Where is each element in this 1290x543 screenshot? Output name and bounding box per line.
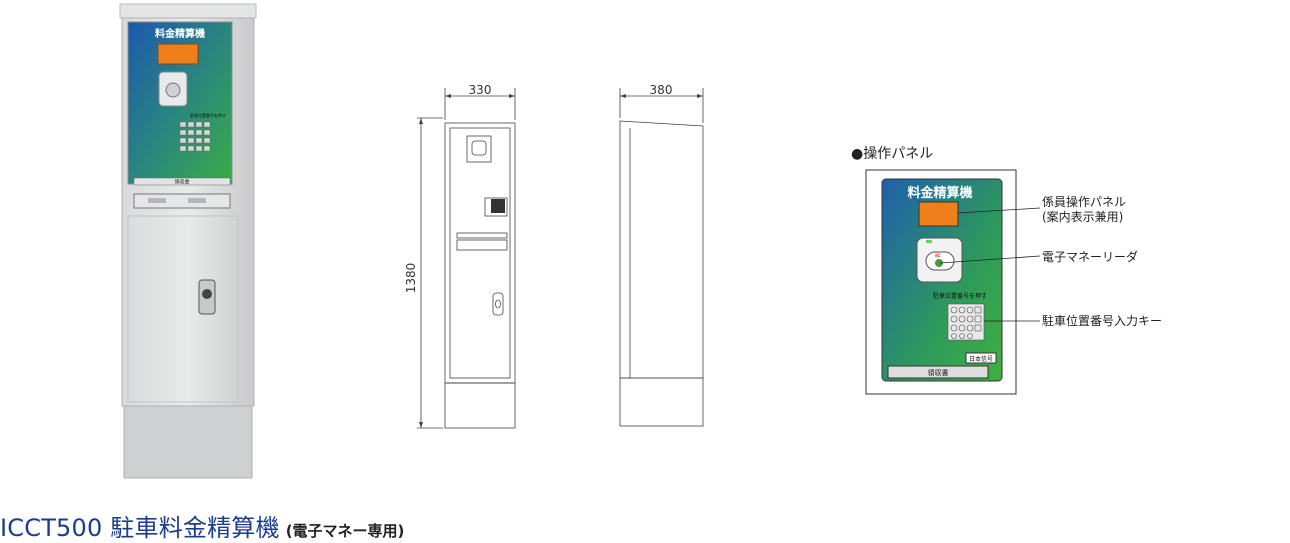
receipt-label: 領収書 (928, 368, 949, 377)
callout-guidance-display: (案内表示兼用) (1042, 209, 1123, 224)
product-caption: ICCT500 駐車料金精算機 (電子マネー専用) (0, 508, 404, 543)
photo-keypad-caption: 駐車位置番号を押す (190, 112, 226, 118)
emoney-reader: ic (916, 237, 963, 283)
side-width-label: 380 (650, 83, 673, 97)
photo-receipt-label: 領収書 (174, 179, 189, 186)
front-view-base (444, 382, 516, 429)
front-width-label: 330 (469, 83, 492, 97)
side-view-base (619, 377, 704, 427)
model-note: (電子マネー専用) (285, 522, 405, 540)
height-label: 1380 (404, 263, 418, 294)
photo-display (157, 43, 199, 65)
product-photo: 料金精算機 駐車位置番号を押す 領収書 (118, 2, 258, 480)
position-number-keypad (947, 303, 985, 341)
photo-door-lock (198, 279, 216, 315)
panel-title: 料金精算機 (907, 185, 972, 201)
dimension-drawings: 330 380 1380 (395, 78, 725, 433)
brand-plate: 日本信号 (969, 355, 993, 363)
photo-panel-title: 料金精算機 (155, 27, 205, 40)
photo-keypad (179, 121, 211, 152)
callout-staff-panel: 係員操作パネル (1042, 194, 1126, 209)
panel-heading: ●操作パネル (851, 146, 934, 162)
callout-emoney-reader: 電子マネーリーダ (1042, 249, 1138, 264)
model-name: ICCT500 駐車料金精算機 (0, 514, 280, 542)
svg-text:ic: ic (935, 252, 941, 259)
staff-panel-display (918, 201, 959, 227)
callout-position-keypad: 駐車位置番号入力キー (1042, 313, 1162, 328)
operation-panel-drawing: 料金精算機 ic 駐車位置番号を押す 日本信号 領収書 係員操作パネル (案内表 (862, 168, 1182, 398)
keypad-caption: 駐車位置番号を押す (933, 292, 987, 300)
